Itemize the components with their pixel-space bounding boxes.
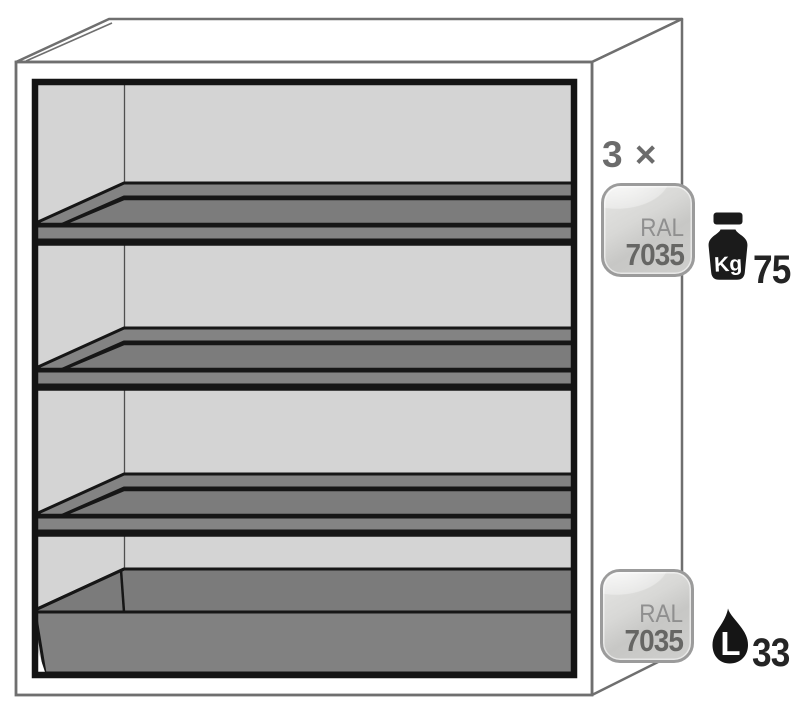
ral-code: 7035 <box>625 237 685 272</box>
weight-icon-handle <box>713 212 743 225</box>
ral-label: RAL <box>639 599 683 628</box>
weight-kg-icon: Kg <box>708 212 748 280</box>
interior-door-frame <box>31 78 578 679</box>
liquid-drop-icon: L <box>712 608 748 664</box>
ral-code: 7035 <box>624 623 684 658</box>
sump-rim <box>33 567 575 614</box>
drop-shape <box>712 608 748 664</box>
sump-volume-value: 33 <box>752 631 790 675</box>
sump-rim-left-edge <box>34 567 125 612</box>
ral-swatch-text: RAL 7035 <box>624 599 684 658</box>
shelf-load-value: 75 <box>753 248 791 292</box>
shelf-3 <box>33 472 575 537</box>
shelf-3-front-edge <box>33 515 575 533</box>
bottom-sump <box>33 567 575 678</box>
sump-corner-line <box>119 569 126 613</box>
shelf-1-front-edge <box>33 224 575 242</box>
ral-7035-swatch-shelves: RAL 7035 <box>601 183 695 277</box>
shelf-1 <box>33 181 575 246</box>
ral-label: RAL <box>640 213 684 242</box>
shelf-2-front-edge <box>33 369 575 387</box>
cabinet-top-face <box>14 17 684 64</box>
cabinet-top-edge-bevel <box>25 22 113 62</box>
volume-unit-label: L <box>720 625 740 662</box>
sump-left-gap <box>37 648 45 672</box>
weight-icon-body <box>708 229 748 280</box>
ral-7035-swatch-sump: RAL 7035 <box>600 569 694 663</box>
shelf-count-label: 3 × <box>602 134 658 175</box>
sump-front-face <box>33 610 575 675</box>
ral-swatch-text: RAL 7035 <box>625 213 685 272</box>
weight-unit-label: Kg <box>713 252 742 276</box>
shelf-2 <box>33 326 575 391</box>
